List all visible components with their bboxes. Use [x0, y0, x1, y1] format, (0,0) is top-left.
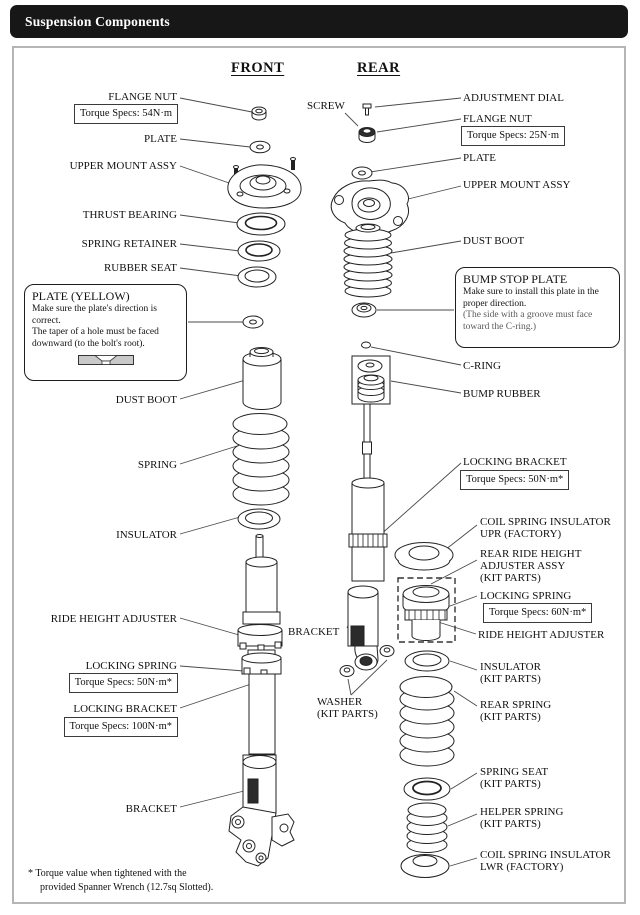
rear-plate-label: PLATE [463, 152, 496, 164]
front-spring-label: SPRING [137, 459, 177, 471]
front-locking-spring-torque: Torque Specs: 50N·m* [68, 673, 178, 693]
bump-stop-plate-part [351, 302, 377, 318]
rear-spring-part [399, 676, 455, 767]
rear-helper-spring-label: HELPER SPRING (KIT PARTS) [480, 806, 564, 830]
front-rubber-seat-label: RUBBER SEAT [103, 262, 177, 274]
rear-spring-label: REAR SPRING (KIT PARTS) [480, 699, 552, 723]
rear-locking-bracket-torque: Torque Specs: 50N·m* [460, 470, 570, 490]
bump-stop-note-title: BUMP STOP PLATE [463, 272, 568, 286]
rear-ride-height-adjuster-label: RIDE HEIGHT ADJUSTER [478, 629, 605, 641]
front-dust-boot-part [242, 347, 282, 410]
rear-ride-height-adjuster-assy-label: REAR RIDE HEIGHT ADJUSTER ASSY (KIT PART… [480, 548, 582, 584]
plate-yellow-note-body2: The taper of a hole must be faced downwa… [32, 327, 159, 349]
rear-washer-upper-part [357, 359, 383, 373]
front-spring-retainer-part [237, 240, 281, 262]
front-flange-nut-part [251, 106, 267, 121]
spring-seat-part [403, 777, 451, 801]
c-ring-part [361, 341, 371, 349]
rear-flange-nut-torque: Torque Specs: 25N·m [461, 126, 565, 146]
rear-c-ring-label: C-RING [463, 360, 501, 372]
rear-coil-insulator-lwr-label: COIL SPRING INSULATOR LWR (FACTORY) [480, 849, 611, 873]
title-bar: Suspension Components [10, 5, 628, 38]
front-flange-nut-label: FLANGE NUT [108, 91, 177, 103]
front-dust-boot-label: DUST BOOT [115, 394, 177, 406]
helper-spring-part [406, 802, 448, 853]
rear-plate-part [351, 166, 373, 180]
coil-spring-insulator-upr-part [394, 542, 454, 571]
footnote-line2: provided Spanner Wrench (12.7sq Slotted)… [40, 882, 214, 893]
rear-upper-mount-label: UPPER MOUNT ASSY [463, 179, 571, 191]
front-rubber-seat-part [237, 266, 277, 288]
plate-yellow-note-title: PLATE (YELLOW) [32, 289, 130, 303]
front-spring-part [232, 413, 290, 506]
front-upper-mount-part [227, 157, 302, 209]
rear-locking-spring-label: LOCKING SPRING [480, 590, 572, 602]
plate-yellow-note-body1: Make sure the plate's direction is corre… [32, 304, 157, 326]
front-plate-part [249, 140, 271, 154]
rear-dust-boot-label: DUST BOOT [463, 235, 525, 247]
rear-screw-label: SCREW [307, 100, 345, 112]
rear-shock-part [347, 403, 388, 671]
front-insulator-label: INSULATOR [116, 529, 177, 541]
rear-flange-nut-part [358, 127, 376, 143]
front-flange-nut-torque: Torque Specs: 54N·m [74, 104, 178, 124]
bump-rubber-part [357, 374, 385, 403]
front-spring-retainer-label: SPRING RETAINER [81, 238, 177, 250]
front-thrust-bearing-part [236, 212, 286, 236]
rear-column-heading: REAR [357, 60, 401, 76]
front-plate-label: PLATE [144, 133, 177, 145]
bump-stop-note-body1: Make sure to install this plate in the p… [463, 287, 599, 309]
front-yellow-plate-part [242, 315, 264, 329]
plate-cross-section-graphic [77, 355, 134, 365]
rear-locking-bracket-label: LOCKING BRACKET [463, 456, 567, 468]
bump-rubber-group-box [351, 355, 391, 405]
plate-yellow-note: PLATE (YELLOW) Make sure the plate's dir… [24, 284, 187, 381]
rear-screw-part [362, 103, 372, 116]
rear-washer-right-part [379, 645, 395, 657]
front-bracket-label: BRACKET [125, 803, 177, 815]
rear-insulator-label: INSULATOR (KIT PARTS) [480, 661, 541, 685]
front-locking-bracket-torque: Torque Specs: 100N·m* [63, 717, 178, 737]
rear-bracket-label: BRACKET [288, 626, 340, 638]
page-title: Suspension Components [25, 13, 170, 29]
front-locking-bracket-label: LOCKING BRACKET [73, 703, 177, 715]
rear-washer-label: WASHER (KIT PARTS) [317, 696, 378, 720]
front-strut-part [228, 534, 295, 867]
front-thrust-bearing-label: THRUST BEARING [82, 209, 177, 221]
bump-stop-note-body2: (The side with a groove must face toward… [463, 310, 593, 332]
coil-spring-insulator-lwr-part [400, 854, 450, 878]
front-locking-spring-label: LOCKING SPRING [85, 660, 177, 672]
footnote-line1: * Torque value when tightened with the [28, 868, 187, 879]
front-insulator-part [237, 508, 281, 530]
rear-adjustment-dial-label: ADJUSTMENT DIAL [463, 92, 564, 104]
rear-flange-nut-label: FLANGE NUT [463, 113, 532, 125]
front-column-heading: FRONT [231, 60, 285, 76]
rear-bump-rubber-label: BUMP RUBBER [463, 388, 541, 400]
rear-spring-seat-label: SPRING SEAT (KIT PARTS) [480, 766, 549, 790]
rear-coil-insulator-upr-label: COIL SPRING INSULATOR UPR (FACTORY) [480, 516, 611, 540]
front-ride-height-adjuster-label: RIDE HEIGHT ADJUSTER [50, 613, 177, 625]
rear-insulator-part [404, 650, 450, 672]
rear-dust-boot-part [343, 223, 393, 298]
rear-washer-left-part [339, 665, 355, 677]
rear-ride-height-adjuster-assy-part [402, 585, 450, 641]
rear-locking-spring-torque: Torque Specs: 60N·m* [483, 603, 593, 623]
bump-stop-plate-note: BUMP STOP PLATE Make sure to install thi… [455, 267, 620, 348]
front-upper-mount-label: UPPER MOUNT ASSY [69, 160, 177, 172]
rear-adjuster-dashed-box [397, 577, 456, 643]
